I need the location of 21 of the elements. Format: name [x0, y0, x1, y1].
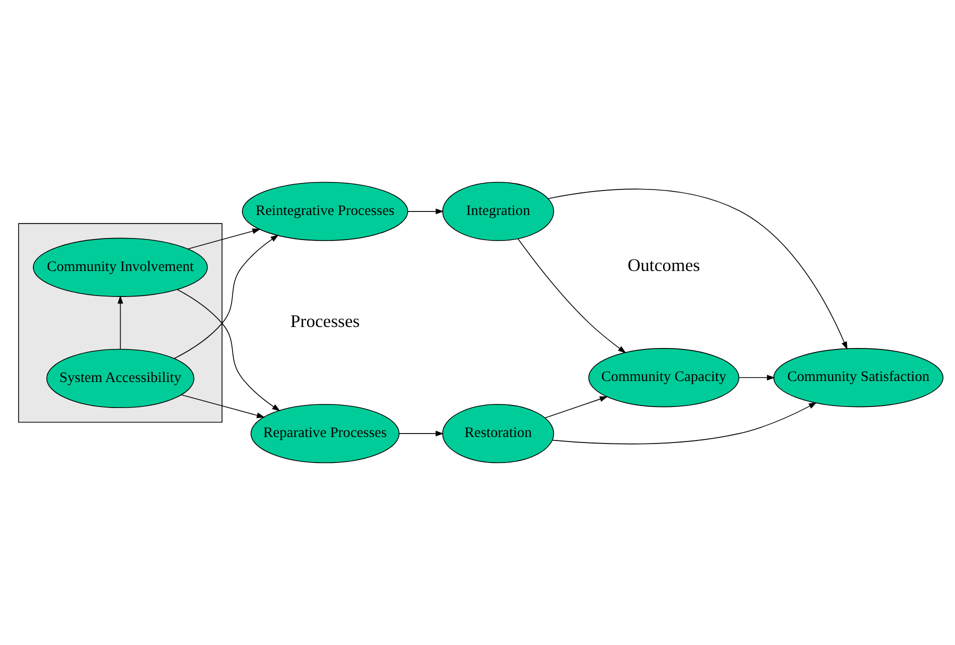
arrow [552, 402, 817, 444]
arrow [174, 234, 279, 359]
node-ellipse: System Accessibility [46, 348, 194, 408]
arrow [176, 289, 280, 412]
node-ellipse: Community Satisfaction [773, 348, 944, 408]
arrow [548, 188, 848, 350]
arrow [181, 394, 265, 418]
arrow [118, 296, 124, 350]
arrow [518, 238, 626, 354]
cluster [18, 223, 222, 423]
node-ellipse: Restoration [442, 404, 554, 464]
arrow [188, 228, 260, 250]
label: Outcomes [628, 255, 700, 276]
node-ellipse: Community Capacity [588, 348, 740, 408]
label: Processes [290, 311, 360, 332]
node-ellipse: Community Involvement [32, 238, 208, 297]
arrow [407, 208, 444, 214]
arrow [398, 430, 444, 436]
node-ellipse: Integration [442, 182, 554, 242]
arrow [738, 374, 776, 380]
arrow [544, 396, 608, 418]
